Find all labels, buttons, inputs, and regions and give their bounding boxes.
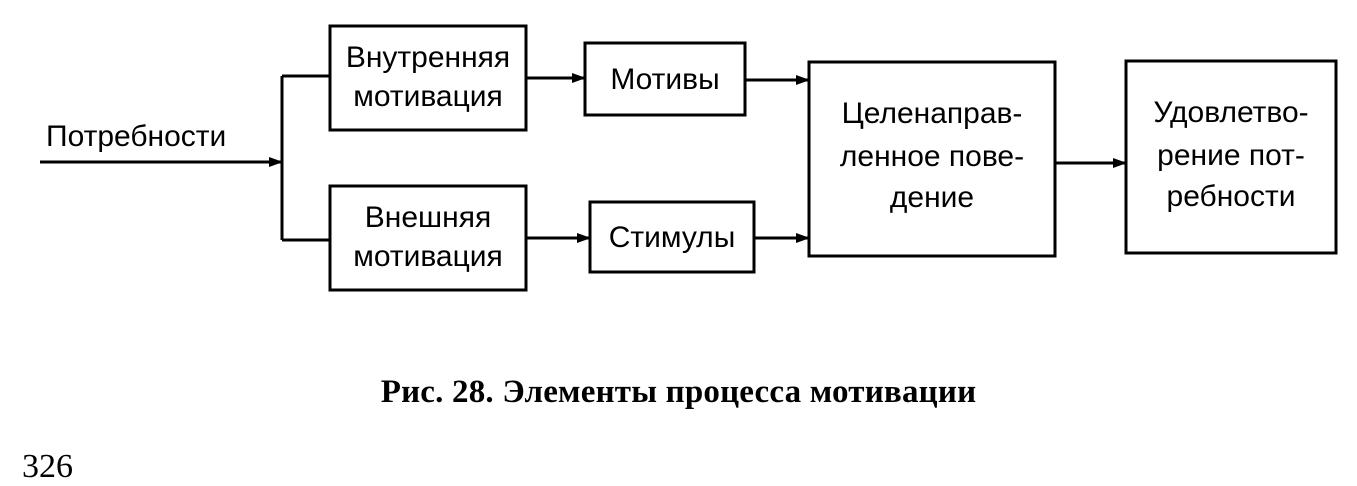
page-number: 326 <box>22 448 73 485</box>
node-internal-motivation-line-2: мотивация <box>353 80 503 113</box>
node-external-motivation-line-1: Внешняя <box>365 201 491 234</box>
node-needs-satisfaction: Удовлетво- рение пот- ребности <box>1124 59 1338 255</box>
node-external-motivation: Внешняя мотивация <box>328 184 528 292</box>
node-stimuli-label: Стимулы <box>609 221 736 254</box>
node-external-motivation-line-2: мотивация <box>353 240 503 273</box>
figure-caption: Рис. 28. Элементы процесса мотивации <box>380 374 977 410</box>
node-goal-behavior-line-1: Целенаправ- <box>842 97 1023 130</box>
node-internal-motivation-line-1: Внутренняя <box>346 41 510 74</box>
node-satisfaction-line-1: Удовлетво- <box>1153 96 1308 129</box>
node-goal-behavior-line-3: дение <box>890 181 974 214</box>
node-goal-behavior-line-2: ленное пове- <box>840 140 1024 173</box>
node-motives-label: Мотивы <box>610 63 719 96</box>
node-satisfaction-line-3: ребности <box>1167 180 1296 213</box>
node-goal-directed-behavior: Целенаправ- ленное пове- дение <box>807 60 1057 258</box>
node-satisfaction-line-2: рение пот- <box>1157 139 1305 172</box>
node-internal-motivation: Внутренняя мотивация <box>328 24 528 132</box>
input-label-needs: Потребности <box>46 120 226 153</box>
node-stimuli: Стимулы <box>588 200 756 274</box>
node-motives: Мотивы <box>583 41 747 117</box>
